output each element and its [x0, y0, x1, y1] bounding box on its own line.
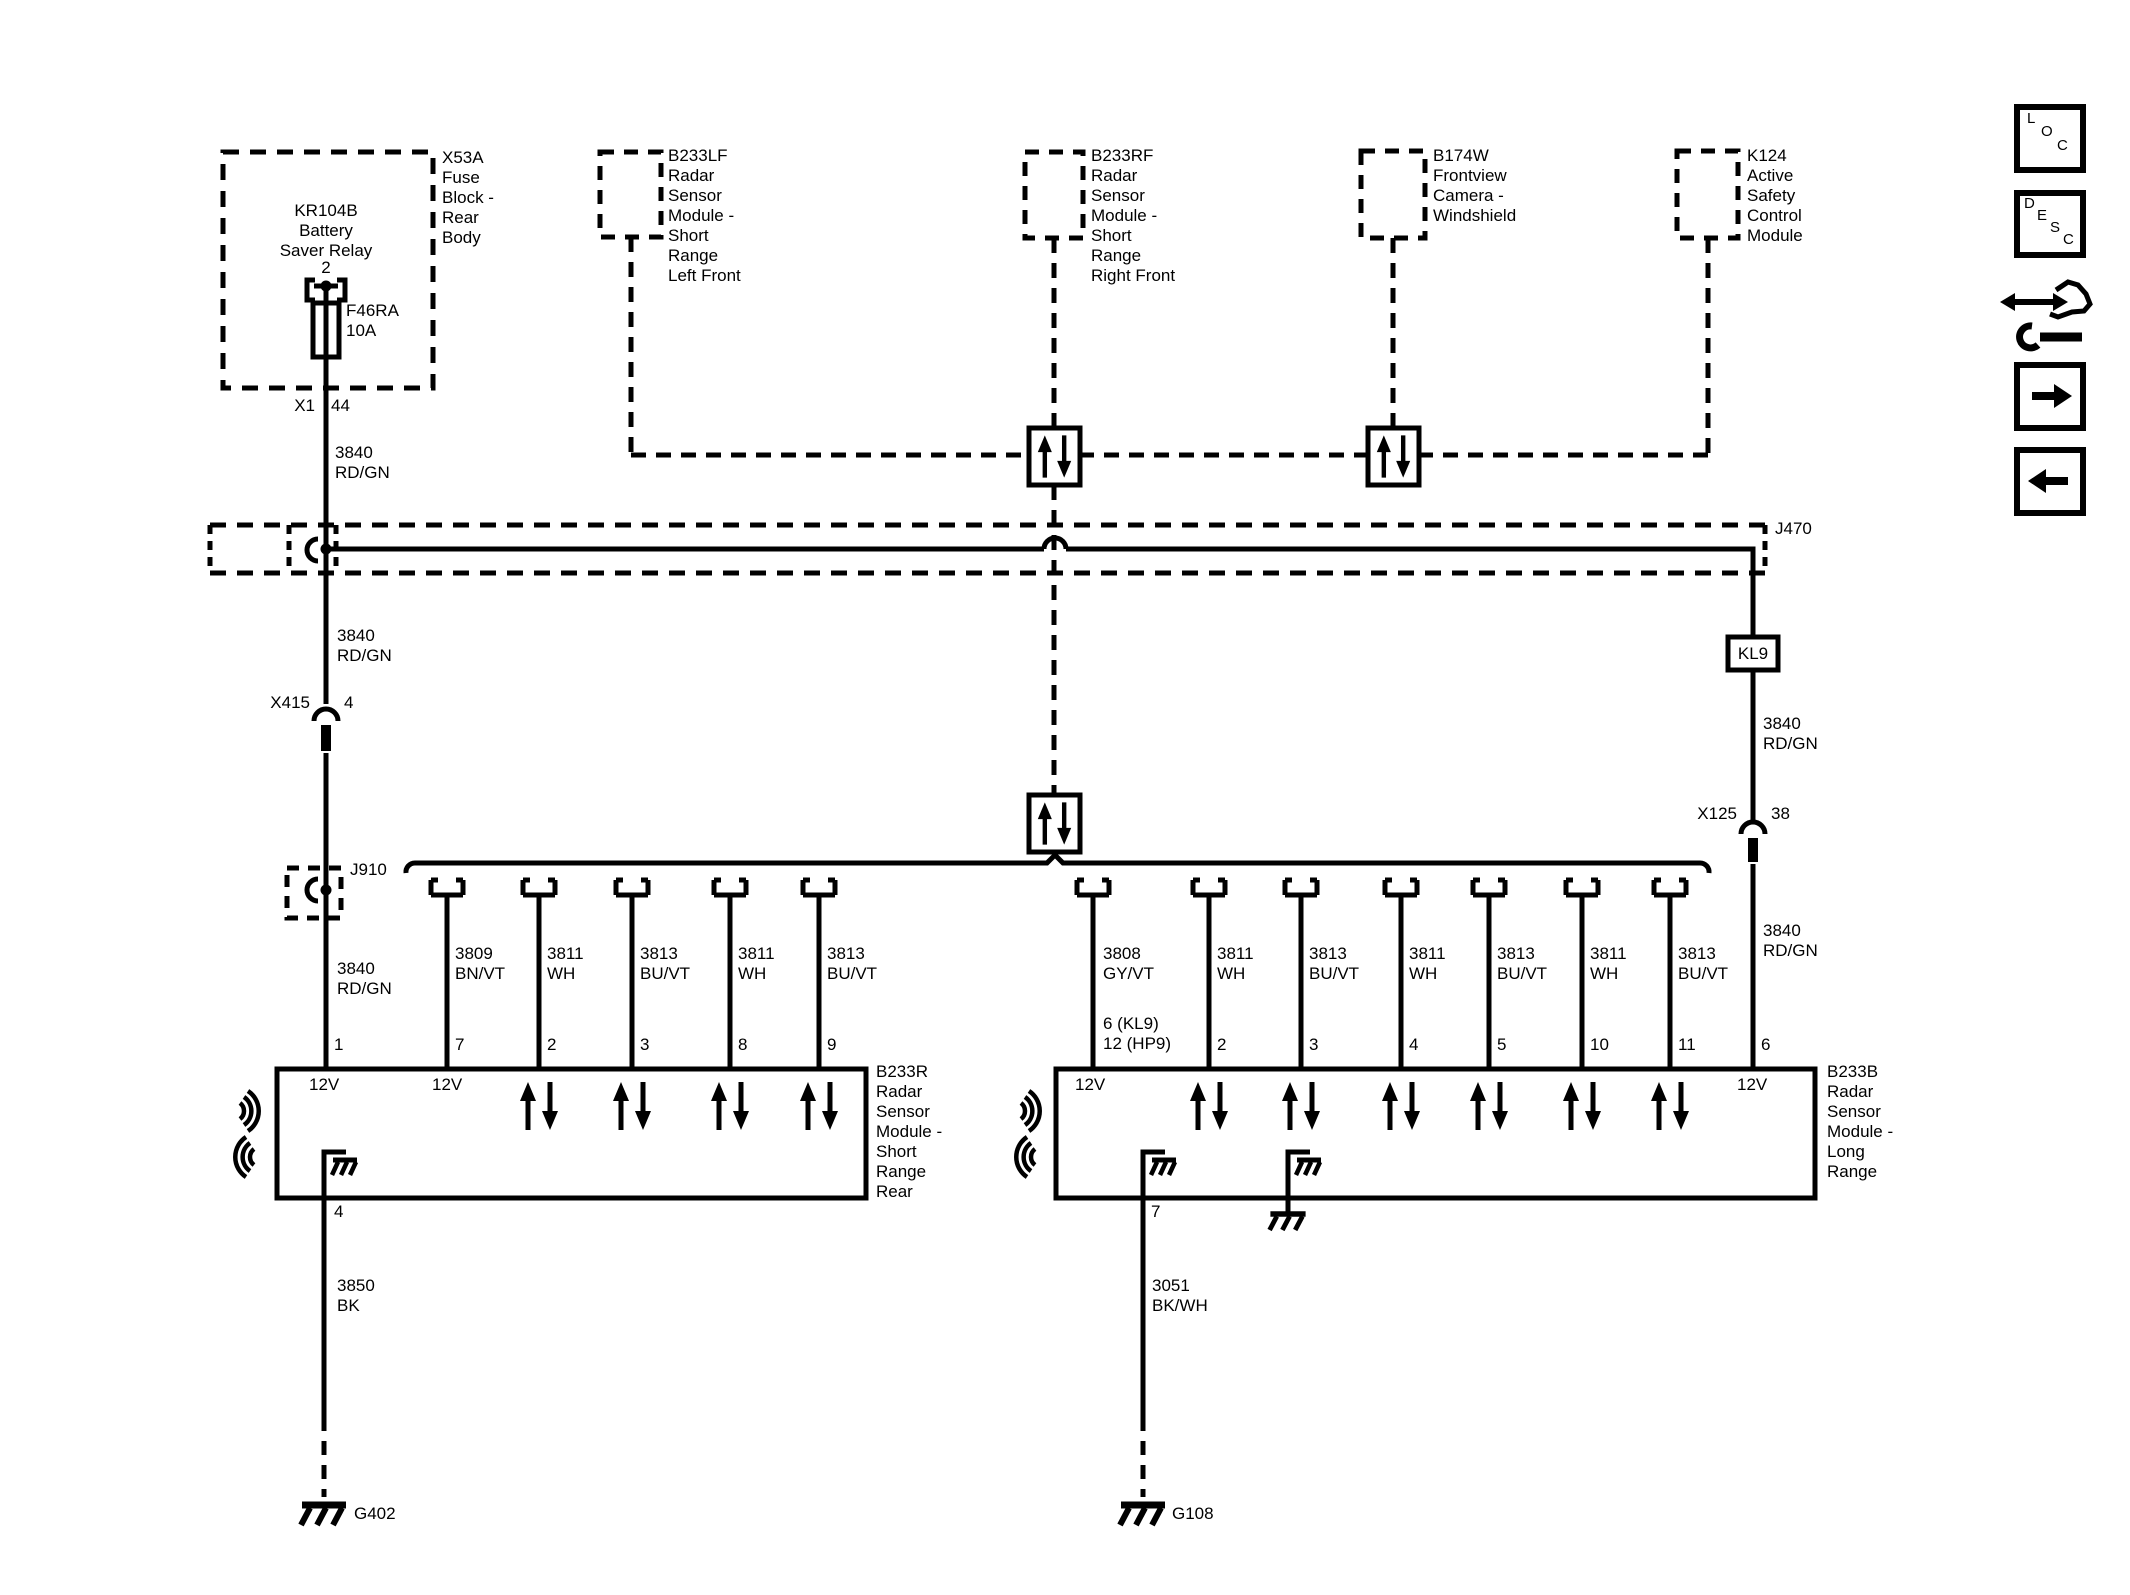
wire-3850-label: 3850 BK	[337, 1276, 375, 1315]
loc-letter[interactable]: L	[2027, 110, 2036, 127]
j470-label: J470	[1775, 519, 1812, 538]
desc-letter[interactable]: D	[2024, 195, 2035, 212]
wire-3811-label-3: 3811 WH	[1217, 944, 1254, 983]
wire-3811-label-1: 3811 WH	[547, 944, 584, 983]
fuse-icon	[310, 300, 342, 360]
x125-connector-label: X125	[1697, 804, 1737, 823]
relay-label: KR104B Battery Saver Relay	[279, 201, 373, 260]
pin-label: 3	[640, 1035, 650, 1054]
wire-3840-label-3: 3840 RD/GN	[337, 959, 392, 998]
fuse-block-label: X53A Fuse Block - Rear Body	[442, 148, 494, 247]
wire-3808-label: 3808 GY/VT	[1103, 944, 1155, 983]
b233b-12v-label-1: 12V	[1075, 1075, 1106, 1094]
wire-3051-label: 3051 BK/WH	[1152, 1276, 1208, 1315]
b233b-module-box	[1053, 1066, 1818, 1201]
b233r-internal-arrows	[520, 1082, 838, 1130]
wire-3811-label-2: 3811 WH	[738, 944, 775, 983]
g402-ground-wire	[301, 1198, 346, 1525]
back-button[interactable]	[2014, 447, 2086, 516]
b233lf-label: B233LF Radar Sensor Module - Short Range…	[668, 146, 741, 285]
serial-data-box-2	[1365, 425, 1422, 488]
b233b-internal-arrows	[1190, 1082, 1689, 1130]
pin-label: 7	[455, 1035, 465, 1054]
wire-3840-label-2: 3840 RD/GN	[337, 626, 392, 665]
b233r-label: B233R Radar Sensor Module - Short Range …	[876, 1062, 943, 1201]
wire-3811-label-4: 3811 WH	[1409, 944, 1446, 983]
serial-data-box-3	[1026, 792, 1083, 855]
pin-label: 6	[1761, 1035, 1771, 1054]
b233r-12v-label-1: 12V	[309, 1075, 340, 1094]
desc-letter[interactable]: S	[2050, 219, 2061, 236]
b233b-internal-ground-1	[1140, 1149, 1176, 1198]
g108-ground-wire	[1120, 1198, 1165, 1525]
wire-3813-label-4: 3813 BU/VT	[1497, 944, 1548, 983]
wire-3813-label-2: 3813 BU/VT	[827, 944, 878, 983]
diagnostic-jump-icon[interactable]	[2000, 279, 2093, 352]
x1-connector-label: X1	[294, 396, 315, 415]
wire-3813-label-1: 3813 BU/VT	[640, 944, 691, 983]
k124-box	[1674, 148, 1741, 241]
b233rf-label: B233RF Radar Sensor Module - Short Range…	[1091, 146, 1176, 285]
pin-label: 4	[1409, 1035, 1419, 1054]
b174w-box	[1358, 148, 1428, 241]
g108-label: G108	[1172, 1504, 1214, 1523]
wire-3813-label-3: 3813 BU/VT	[1309, 944, 1360, 983]
forward-button[interactable]	[2014, 362, 2086, 431]
pin-label-data: 6 (KL9) 12 (HP9)	[1103, 1014, 1172, 1053]
b233lf-box	[597, 149, 664, 240]
wire-3809-label: 3809 BN/VT	[455, 944, 506, 983]
b174w-label: B174W Frontview Camera - Windshield	[1433, 146, 1517, 225]
b233r-internal-ground	[321, 1149, 357, 1198]
pin-label: 5	[1497, 1035, 1507, 1054]
wire-3840-label-1: 3840 RD/GN	[335, 443, 390, 482]
b233b-12v-label-2: 12V	[1737, 1075, 1768, 1094]
pin-label: 1	[334, 1035, 344, 1054]
x415-connector-icon	[311, 706, 341, 751]
x415-connector-label: X415	[270, 693, 310, 712]
pin-label: 3	[1309, 1035, 1319, 1054]
b233b-internal-ground-2	[1270, 1149, 1321, 1230]
k124-label: K124 Active Safety Control Module	[1747, 146, 1803, 245]
b233rf-box	[1022, 149, 1086, 241]
pin-label: 2	[1217, 1035, 1227, 1054]
wire-3840-label-5: 3840 RD/GN	[1763, 921, 1818, 960]
pin-label-gnd-left: 4	[334, 1202, 344, 1221]
fuse-label: F46RA 10A	[346, 301, 399, 340]
pin-label-gnd-right: 7	[1151, 1202, 1161, 1221]
j470-splice-pack	[207, 522, 1768, 637]
pin-label: 9	[827, 1035, 837, 1054]
j910-label: J910	[350, 860, 387, 879]
x415-pin-label: 4	[344, 693, 354, 712]
pin-label: 10	[1590, 1035, 1609, 1054]
pin-label: 11	[1678, 1035, 1696, 1054]
b233b-label: B233B Radar Sensor Module - Long Range	[1827, 1062, 1894, 1181]
tap-wires	[431, 880, 1686, 1069]
pin-label: 2	[547, 1035, 557, 1054]
desc-button-box[interactable]	[2014, 190, 2086, 258]
serial-data-dashed-wires	[628, 237, 1711, 795]
kl9-label: KL9	[1737, 644, 1769, 663]
loc-button-box[interactable]	[2014, 104, 2086, 173]
loc-letter[interactable]: C	[2057, 137, 2068, 154]
desc-letter[interactable]: C	[2063, 231, 2074, 248]
g402-label: G402	[354, 1504, 396, 1523]
serial-data-distribution-brace	[403, 851, 1712, 874]
wire-3811-label-5: 3811 WH	[1590, 944, 1627, 983]
x1-pin-label: 44	[331, 396, 350, 415]
loc-letter[interactable]: O	[2041, 123, 2053, 140]
pin-label: 8	[738, 1035, 748, 1054]
x125-connector-icon	[1738, 819, 1768, 862]
relay-pin-label: 2	[321, 258, 331, 277]
radar-waves-icon	[233, 1089, 1042, 1179]
wire-3840-label-4: 3840 RD/GN	[1763, 714, 1818, 753]
desc-letter[interactable]: E	[2037, 207, 2048, 224]
b233r-module-box	[274, 1066, 869, 1201]
j910-splice	[284, 865, 344, 921]
x125-pin-label: 38	[1771, 804, 1790, 823]
wire-3813-label-5: 3813 BU/VT	[1678, 944, 1729, 983]
serial-data-box-1	[1026, 425, 1083, 488]
b233r-12v-label-2: 12V	[432, 1075, 463, 1094]
